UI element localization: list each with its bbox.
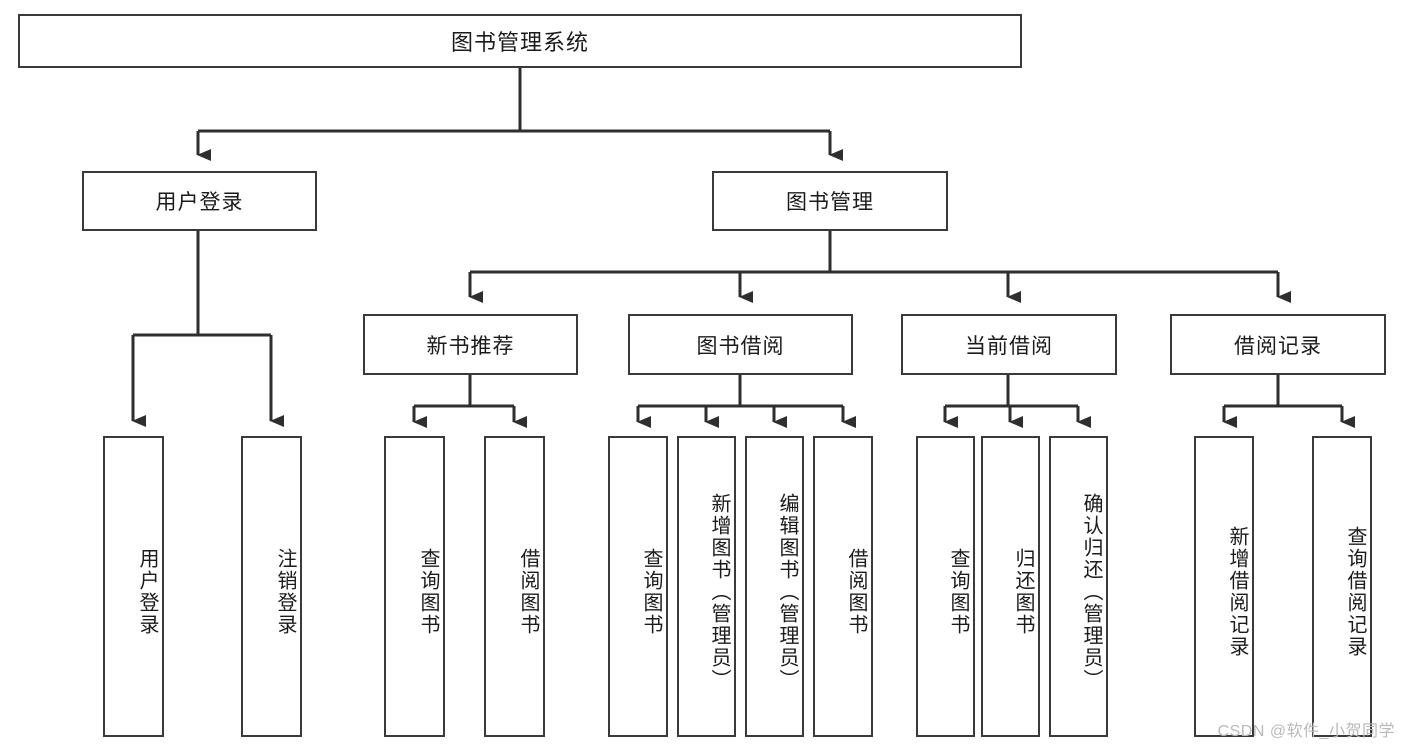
leaf-borrow-borrow-book[interactable]: 借阅图书 [813,436,873,737]
node-book-borrow[interactable]: 图书借阅 [628,314,853,375]
leaf-recommend-borrow-book[interactable]: 借阅图书 [484,436,545,737]
leaf-borrow-edit-book-admin[interactable]: 编辑图书（管理员） [745,436,804,737]
leaf-borrow-query-book[interactable]: 查询图书 [608,436,668,737]
leaf-current-return-book[interactable]: 归还图书 [981,436,1040,737]
node-user-login[interactable]: 用户登录 [82,171,317,231]
node-current-borrow[interactable]: 当前借阅 [901,314,1117,375]
node-root[interactable]: 图书管理系统 [18,14,1022,68]
node-book-management[interactable]: 图书管理 [712,171,948,231]
leaf-user-logout[interactable]: 注销登录 [241,436,302,737]
node-new-book-recommend[interactable]: 新书推荐 [363,314,578,375]
leaf-record-add-borrow-record[interactable]: 新增借阅记录 [1194,436,1254,737]
csdn-watermark: CSDN @软件_小贺同学 [1217,723,1395,740]
leaf-record-query-borrow-record[interactable]: 查询借阅记录 [1312,436,1372,737]
node-borrow-record[interactable]: 借阅记录 [1170,314,1386,375]
leaf-current-query-book[interactable]: 查询图书 [916,436,975,737]
leaf-user-login[interactable]: 用户登录 [103,436,164,737]
leaf-current-confirm-return-admin[interactable]: 确认归还（管理员） [1049,436,1108,737]
leaf-recommend-query-book[interactable]: 查询图书 [384,436,445,737]
leaf-borrow-add-book-admin[interactable]: 新增图书（管理员） [677,436,736,737]
